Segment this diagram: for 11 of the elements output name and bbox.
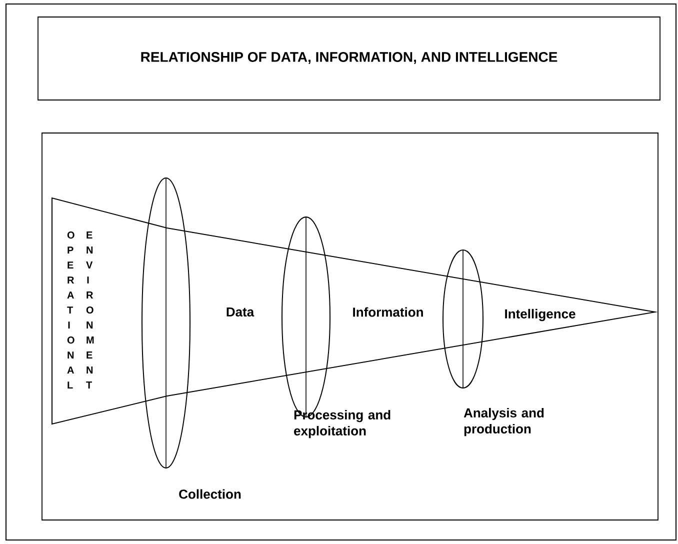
stage-label: Data <box>226 307 254 317</box>
stage-label: Information <box>353 307 423 317</box>
stage-label: Intelligence <box>505 308 576 322</box>
lens-ellipse <box>442 250 484 388</box>
lens-ellipse <box>142 178 190 468</box>
title-box: RELATIONSHIP OF DATA, INFORMATION, AND INTELLIGENCE <box>38 16 660 100</box>
node-label: Analysis and production <box>464 408 544 436</box>
node-label: Processing and exploitation <box>294 410 390 438</box>
node-label: Collection <box>179 489 241 499</box>
vertical-label: OPERATIONAL <box>67 232 74 388</box>
vertical-label: ENVIRONMENT <box>86 232 94 388</box>
